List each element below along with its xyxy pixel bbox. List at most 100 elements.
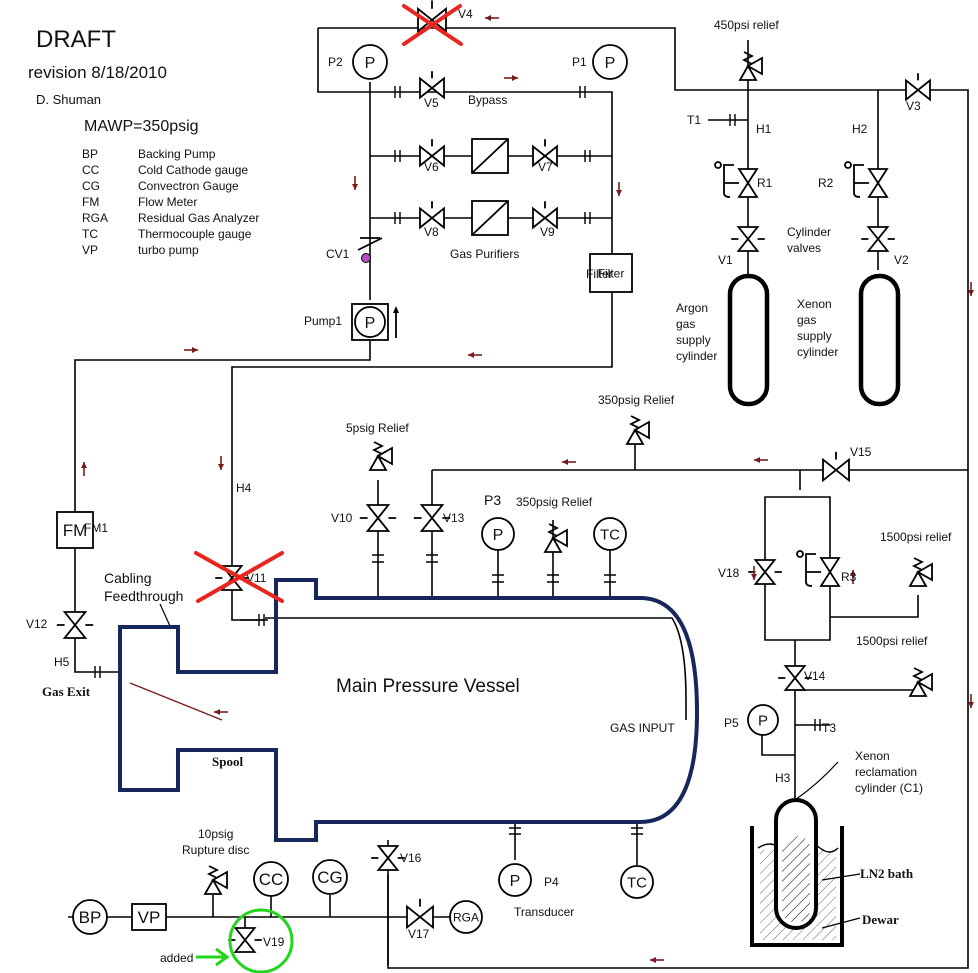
relief-350-top-label: 350psig Relief [598, 393, 675, 407]
flow-arrow [485, 15, 499, 21]
flow-arrow [184, 347, 198, 353]
gas-exit-label: Gas Exit [42, 684, 91, 699]
relief-1500-a-label: 1500psi relief [880, 530, 952, 544]
feedthrough-label: Feedthrough [104, 588, 183, 604]
relief-5psig-label: 5psig Relief [346, 421, 409, 435]
rupture-disc-label: 10psig [198, 827, 233, 841]
gas-purifiers-label: Gas Purifiers [450, 247, 519, 261]
label-v6: V6 [424, 160, 439, 174]
check-valve-cv1 [357, 237, 383, 263]
pressure-gauge-p3: P [481, 517, 515, 551]
flow-arrow [214, 709, 228, 715]
reclamation-cylinder [774, 761, 861, 930]
label-v4: V4 [458, 7, 473, 21]
label-v14: V14 [804, 669, 826, 683]
svg-text:P: P [365, 55, 376, 72]
label-v3: V3 [906, 99, 921, 113]
rga-analyzer: RGA [449, 900, 483, 934]
relief-450-label: 450psi relief [714, 18, 779, 32]
drawing-title: DRAFT [36, 26, 116, 53]
svg-text:FM: FM [63, 521, 88, 540]
flow-arrow [352, 176, 358, 190]
label-v5: V5 [424, 96, 439, 110]
svg-text:P: P [510, 873, 521, 890]
cold-cathode-gauge: CC [253, 861, 289, 897]
flow-arrow [968, 694, 974, 708]
valve-v17 [406, 898, 434, 930]
valve-v14 [778, 665, 812, 691]
rupture-disc-10psig [203, 865, 228, 895]
label-v13: V13 [443, 511, 465, 525]
mawp-rating: MAWP=350psig [84, 118, 199, 135]
regulator-r3 [796, 550, 841, 587]
svg-text:BP: BP [79, 908, 102, 927]
xenon-label: supply [797, 329, 832, 343]
valve-v3 [905, 73, 931, 102]
cylinder-valves-label: valves [787, 241, 821, 255]
valve-v16 [371, 845, 405, 871]
xenon-label: gas [797, 313, 816, 327]
svg-text:P: P [758, 712, 768, 729]
transducer-label: Transducer [514, 905, 574, 919]
dewar-label: Dewar [862, 912, 899, 927]
reclamation-label: reclamation [855, 765, 917, 779]
legend-meaning: Cold Cathode gauge [138, 163, 248, 177]
ln2-bath-label: LN2 bath [860, 866, 914, 881]
gas-exit-pointer [129, 682, 223, 721]
valve-v5 [419, 71, 445, 100]
valve-v13 [413, 504, 451, 532]
argon-label: gas [676, 317, 695, 331]
label-p4: P4 [544, 875, 559, 889]
label-h5: H5 [54, 655, 70, 669]
spool-label: Spool [212, 754, 243, 769]
svg-text:TC: TC [600, 526, 620, 543]
pressure-gauge-p2: P [352, 44, 388, 80]
legend-meaning: turbo pump [138, 243, 199, 257]
label-fm1: FM1 [84, 521, 108, 535]
added-markup [196, 908, 294, 973]
label-filter: Filter [586, 267, 613, 281]
legend-abbr: RGA [82, 211, 108, 225]
svg-text:P: P [365, 315, 376, 332]
label-p2: P2 [328, 55, 343, 69]
fitting-ticks [94, 86, 821, 835]
recirculation-pump: P [351, 303, 399, 341]
gas-purifier-lower [471, 200, 509, 236]
flow-arrow [504, 75, 518, 81]
label-p5: P5 [724, 716, 739, 730]
svg-text:CG: CG [317, 868, 343, 887]
legend-abbr: BP [82, 147, 98, 161]
svg-text:P: P [605, 55, 616, 72]
relief-valve-450psi [738, 51, 763, 81]
reclamation-label: cylinder (C1) [855, 781, 923, 795]
valve-v7 [532, 139, 558, 168]
label-h1: H1 [756, 122, 772, 136]
backing-pump: BP [72, 899, 108, 935]
vessel-label: Main Pressure Vessel [336, 676, 520, 697]
cabling-label: Cabling [104, 570, 151, 586]
label-v15: V15 [850, 445, 872, 459]
label-r1: R1 [757, 176, 773, 190]
author: D. Shuman [36, 92, 101, 107]
legend-abbr: TC [82, 227, 98, 241]
legend-meaning: Convectron Gauge [138, 179, 239, 193]
svg-text:P: P [493, 527, 504, 544]
legend-abbr: CG [82, 179, 100, 193]
argon-label: cylinder [676, 349, 717, 363]
flow-arrow [968, 282, 974, 296]
valve-v8 [419, 201, 445, 230]
label-p3: P3 [484, 492, 501, 508]
label-v10: V10 [331, 511, 353, 525]
label-v8: V8 [424, 225, 439, 239]
valve-v6 [419, 139, 445, 168]
argon-label: Argon [676, 301, 708, 315]
svg-text:CC: CC [259, 870, 284, 889]
svg-text:RGA: RGA [453, 910, 479, 924]
xenon-label: Xenon [797, 297, 832, 311]
argon-label: supply [676, 333, 711, 347]
label-r3: R3 [841, 570, 857, 584]
label-pump1: Pump1 [304, 314, 342, 328]
legend-meaning: Flow Meter [138, 195, 197, 209]
added-label: added [160, 951, 193, 965]
label-p1: P1 [572, 55, 587, 69]
